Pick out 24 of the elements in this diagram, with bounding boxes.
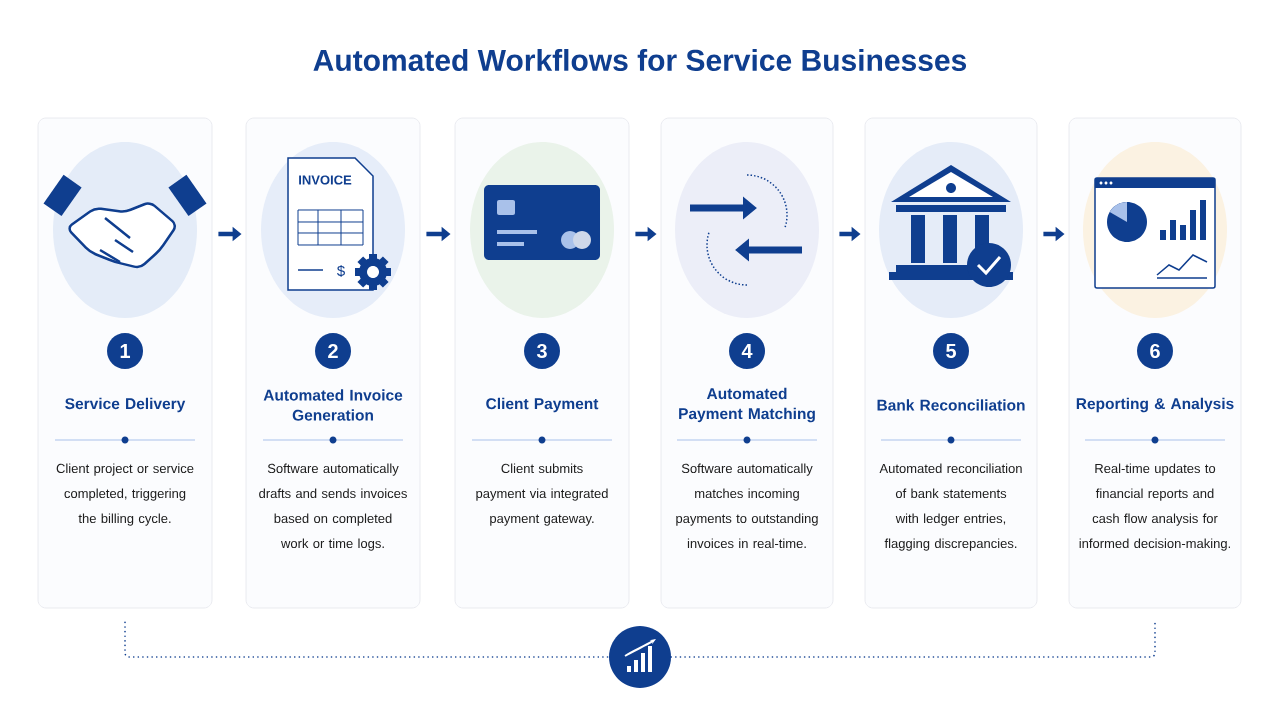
title: Automated Workflows for Service Businesses (313, 49, 967, 71)
number-badge: 1 (107, 333, 143, 369)
number-badge: 2 (315, 333, 351, 369)
step-description: Software automatically matches incoming payments to outstanding invoices in real-time. (676, 463, 818, 549)
number-badge: 3 (524, 333, 560, 369)
number-badge: 6 (1137, 333, 1173, 369)
step-title: Automated Invoice Generation (263, 389, 403, 421)
dollar-sign: $ (337, 264, 345, 278)
step-description: Automated reconciliation of bank statements with ledger entries, flagging discrepancies. (879, 463, 1022, 551)
step-title: Service Delivery (65, 397, 186, 413)
dotted-connector (124, 621, 610, 658)
step-title: Bank Reconciliation (877, 399, 1025, 411)
step-title: Automated Payment Matching (679, 387, 815, 423)
step-description: Software automatically drafts and sends invoices based on completed work or time logs. (259, 463, 407, 551)
number-badge: 5 (933, 333, 969, 369)
step-title: Reporting & Analysis (1076, 397, 1234, 413)
growth-chart-icon (609, 626, 671, 688)
step-title: Client Payment (486, 397, 599, 413)
step-description: Real-time updates to financial reports and cash flow analysis for informed decision-making. (1079, 463, 1230, 551)
dotted-connector (670, 621, 1156, 658)
number-badge: 4 (729, 333, 765, 369)
step-description: Client project or service completed, triggering the billing cycle. (56, 463, 194, 526)
step-description: Client submits payment via integrated payment gateway. (476, 463, 608, 526)
invoice-label: INVOICE (299, 175, 352, 185)
